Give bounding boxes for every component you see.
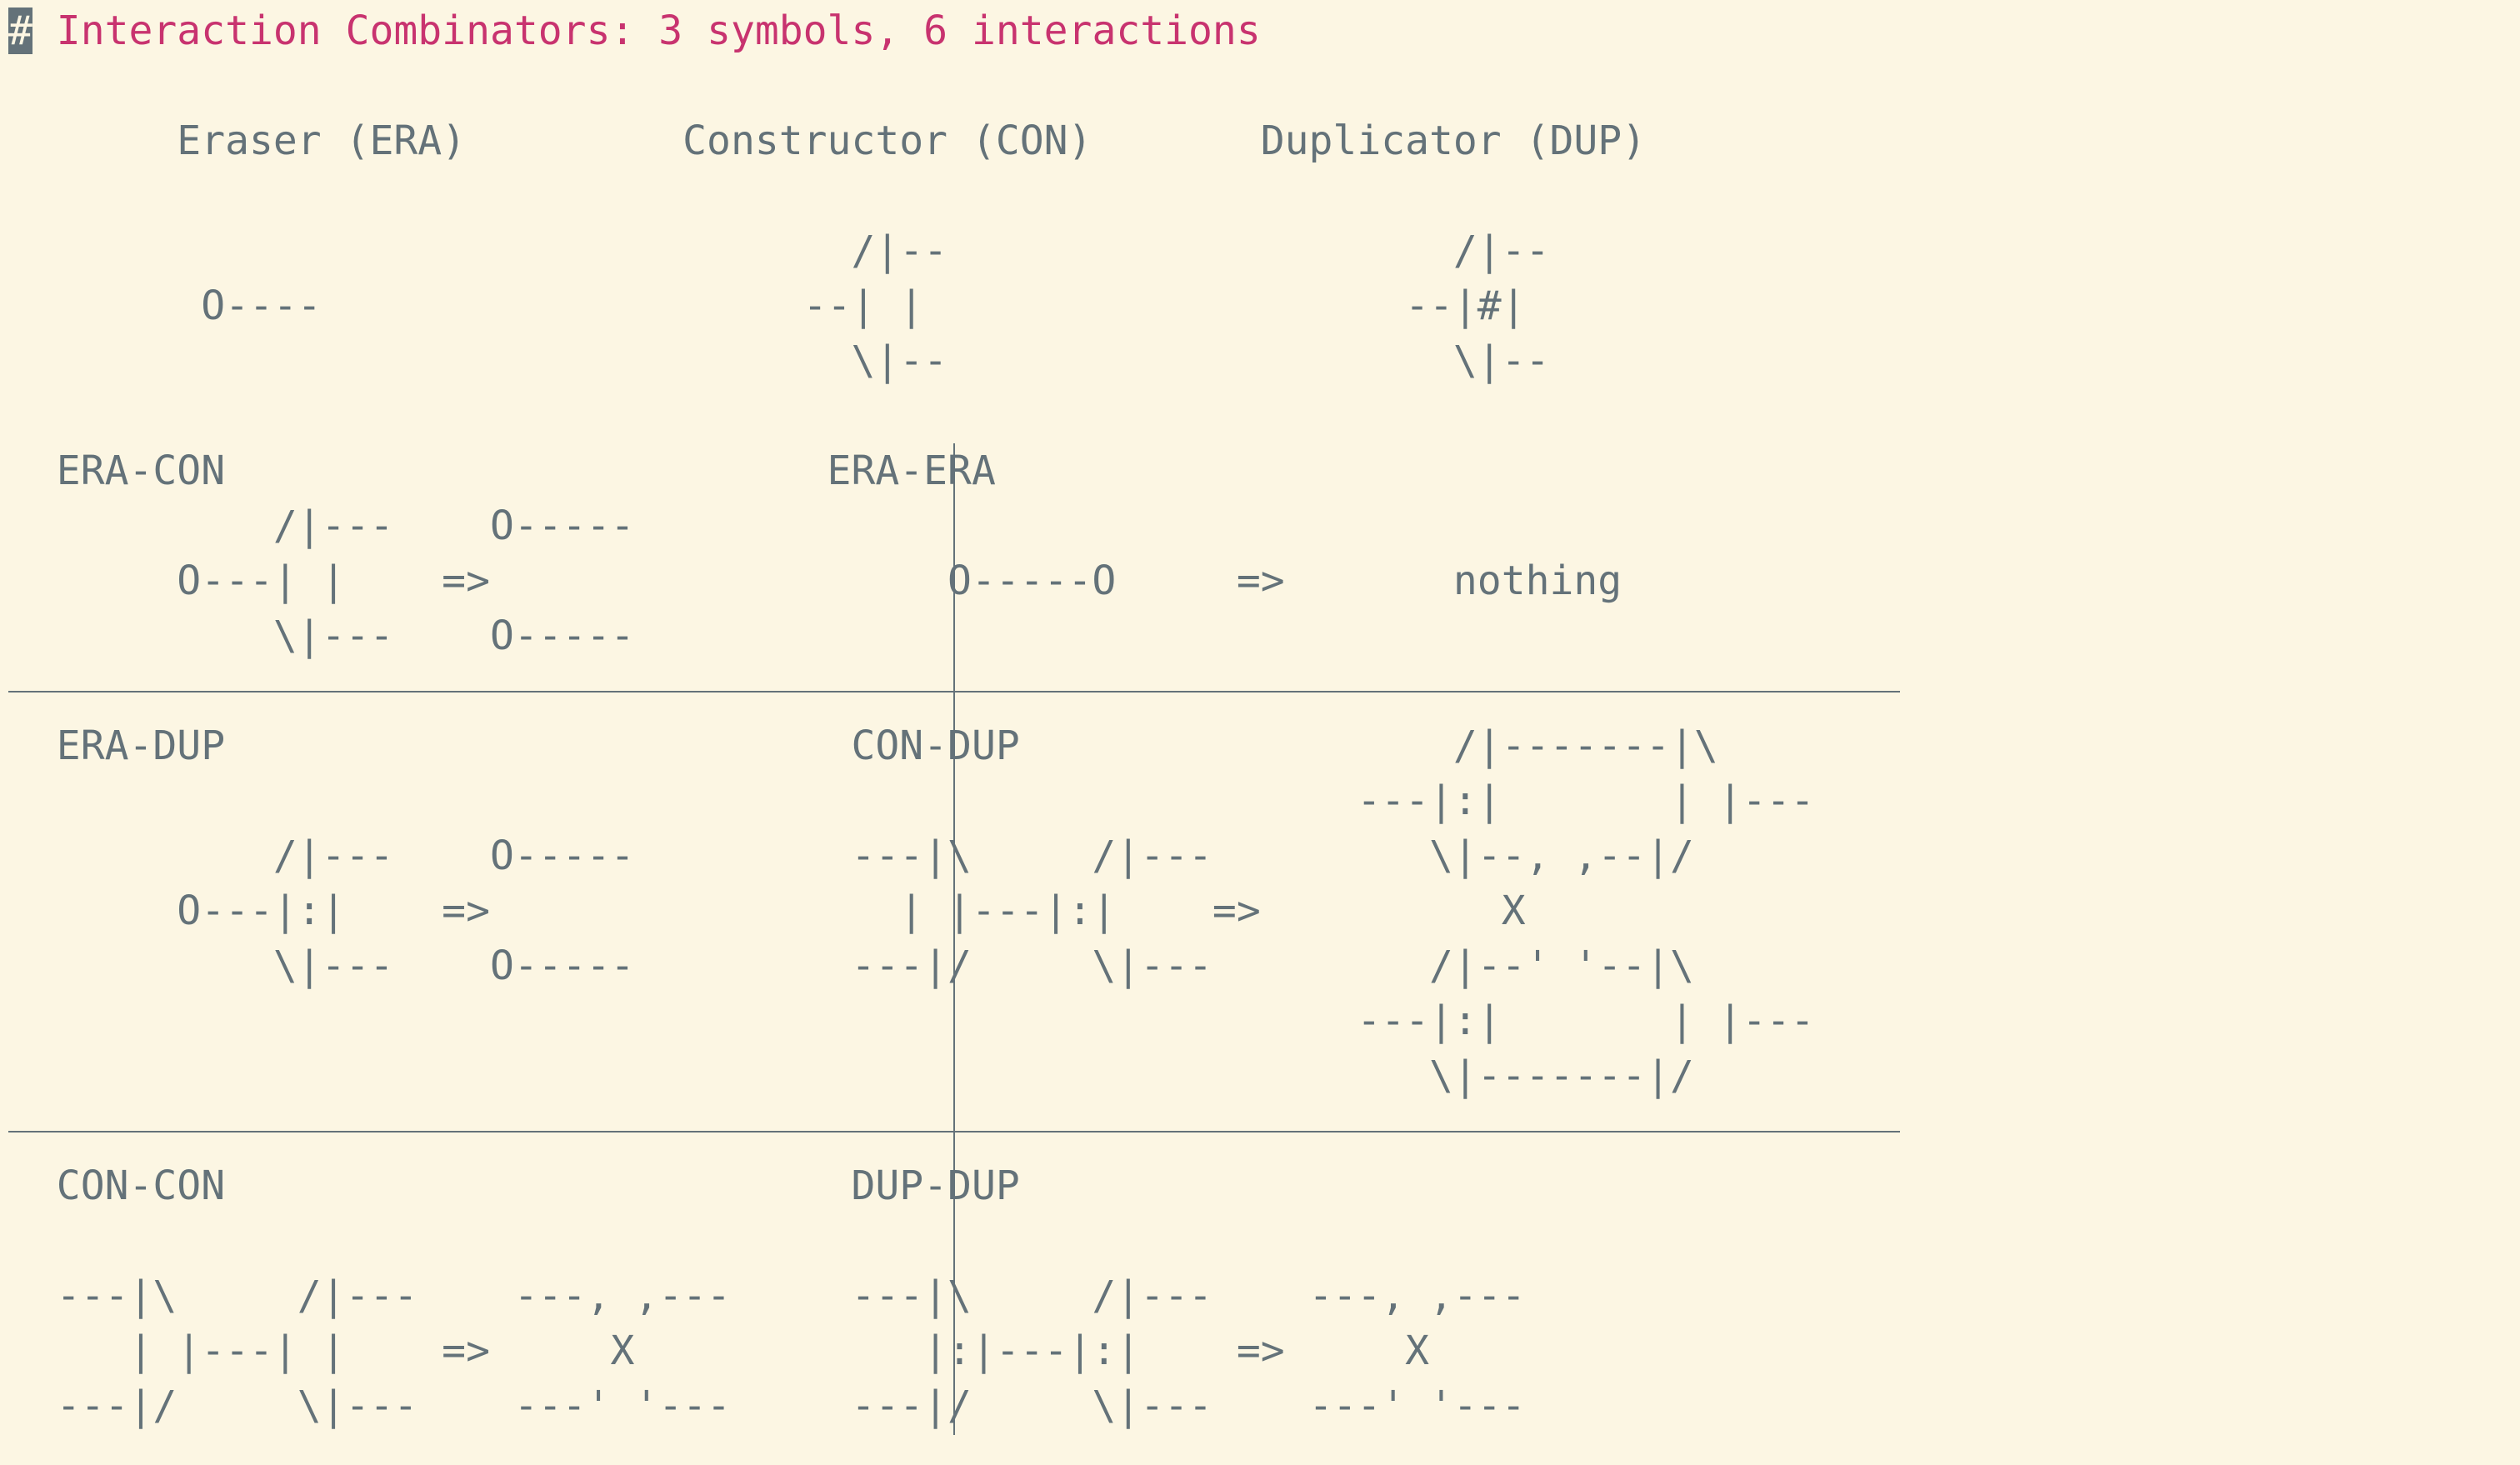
ascii-line: O---|:| => | |---|:| => X xyxy=(8,888,1526,934)
ascii-line: /|--- O----- xyxy=(8,502,635,549)
grid-vertical-divider xyxy=(953,443,955,1435)
grid-horizontal-divider xyxy=(8,691,1900,692)
ascii-line: ---|:| | |--- xyxy=(8,778,1815,824)
ascii-line: \|-- \|-- xyxy=(8,338,1550,384)
section-title-line: CON-CON DUP-DUP xyxy=(8,1162,1020,1209)
ascii-line: \|--- O----- ---|/ \|--- /|--' '--|\ xyxy=(8,942,1694,989)
text-cursor: # xyxy=(8,8,32,54)
ascii-line: O---- --| | --|#| xyxy=(8,282,1526,329)
ascii-line: ---|/ \|--- ---' '--- ---|/ \|--- ---' '… xyxy=(8,1382,1526,1429)
ascii-line: | |---| | => X |:|---|:| => X xyxy=(8,1328,1430,1374)
ascii-line: /|-- /|-- xyxy=(8,228,1550,274)
ascii-line: /|--- O----- ---|\ /|--- \|--, ,--|/ xyxy=(8,832,1694,879)
symbol-titles-line: Eraser (ERA) Constructor (CON) Duplicato… xyxy=(8,118,1647,164)
ascii-line: ---|:| | |--- xyxy=(8,998,1815,1044)
heading-line: # Interaction Combinators: 3 symbols, 6 … xyxy=(8,3,1261,58)
ascii-line: \|-------|/ xyxy=(8,1052,1694,1099)
ascii-line: O---| | => O-----O => nothing xyxy=(8,558,1622,604)
section-title-line: ERA-CON ERA-ERA xyxy=(8,448,996,494)
grid-horizontal-divider xyxy=(8,1131,1900,1132)
heading-text: Interaction Combinators: 3 symbols, 6 in… xyxy=(32,8,1261,54)
ascii-line: ---|\ /|--- ---, ,--- ---|\ /|--- ---, ,… xyxy=(8,1272,1526,1319)
ascii-line: \|--- O----- xyxy=(8,612,635,659)
section-title-line: ERA-DUP CON-DUP /|-------|\ xyxy=(8,722,1718,769)
